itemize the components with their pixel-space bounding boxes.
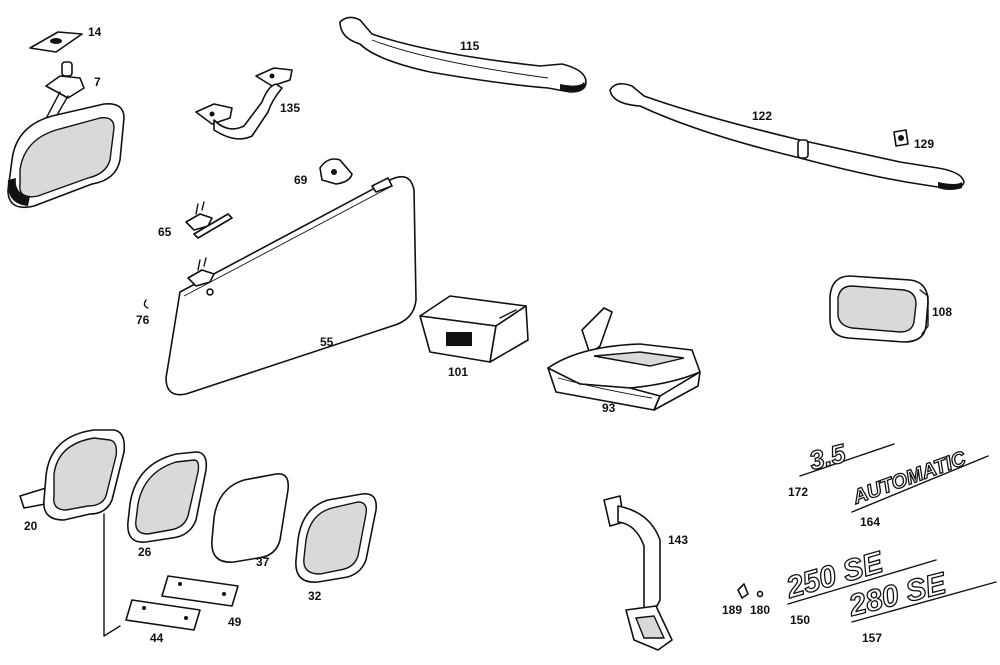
small-parts-189-180-drawing <box>737 583 764 599</box>
part-label-157: 157 <box>862 631 883 645</box>
badge-35-drawing: 3.5 <box>799 437 895 477</box>
part-label-7: 7 <box>94 75 101 89</box>
mirror-glass-26-drawing <box>127 451 208 543</box>
badge-automatic-text: AUTOMATIC <box>849 447 969 509</box>
exterior-mirror-20-drawing <box>19 429 126 637</box>
clip-129-drawing <box>893 129 909 147</box>
part-label-65: 65 <box>158 225 172 239</box>
part-label-164: 164 <box>860 515 881 529</box>
mounting-plate-drawing <box>29 31 83 53</box>
part-label-129: 129 <box>914 137 935 151</box>
part-label-172: 172 <box>788 485 809 499</box>
mirror-glass-37-drawing <box>211 473 290 563</box>
mirror-glass-32-drawing <box>295 493 378 583</box>
badge-3-5-text: 3.5 <box>806 438 849 476</box>
assist-grip-115-drawing <box>339 16 587 93</box>
interior-lamp-108-drawing <box>829 275 929 343</box>
part-label-122: 122 <box>752 109 773 123</box>
part-label-20: 20 <box>24 519 38 533</box>
part-label-101: 101 <box>448 365 469 379</box>
grip-handle-135-drawing <box>195 67 293 140</box>
part-label-189: 189 <box>722 603 743 617</box>
visor-clip-69-drawing <box>319 158 353 185</box>
assist-grip-122-drawing <box>609 82 965 190</box>
visor-hinge-65-drawing <box>185 201 233 239</box>
grip-handle-143-drawing <box>603 495 673 651</box>
part-label-26: 26 <box>138 545 152 559</box>
part-label-135: 135 <box>280 101 301 115</box>
part-label-180: 180 <box>750 603 771 617</box>
sun-visor-55-drawing <box>165 175 417 396</box>
part-label-108: 108 <box>932 305 953 319</box>
plate-44-drawing <box>125 599 201 631</box>
part-label-14: 14 <box>88 25 102 39</box>
part-label-37: 37 <box>256 555 270 569</box>
part-label-143: 143 <box>668 533 689 547</box>
part-label-49: 49 <box>228 615 242 629</box>
plate-49-drawing <box>161 575 239 607</box>
part-label-55: 55 <box>320 335 334 349</box>
part-label-69: 69 <box>294 173 308 187</box>
part-label-93: 93 <box>602 401 616 415</box>
part-label-150: 150 <box>790 613 811 627</box>
badge-automatic-drawing: AUTOMATIC <box>849 447 989 513</box>
console-93-drawing <box>547 307 701 411</box>
switch-box-101-drawing <box>419 295 529 363</box>
rear-view-mirror-drawing <box>7 61 125 209</box>
part-label-76: 76 <box>136 313 150 327</box>
part-label-115: 115 <box>460 39 480 53</box>
part-label-32: 32 <box>308 589 322 603</box>
part-label-44: 44 <box>150 631 164 645</box>
clip-76-drawing <box>143 299 149 309</box>
